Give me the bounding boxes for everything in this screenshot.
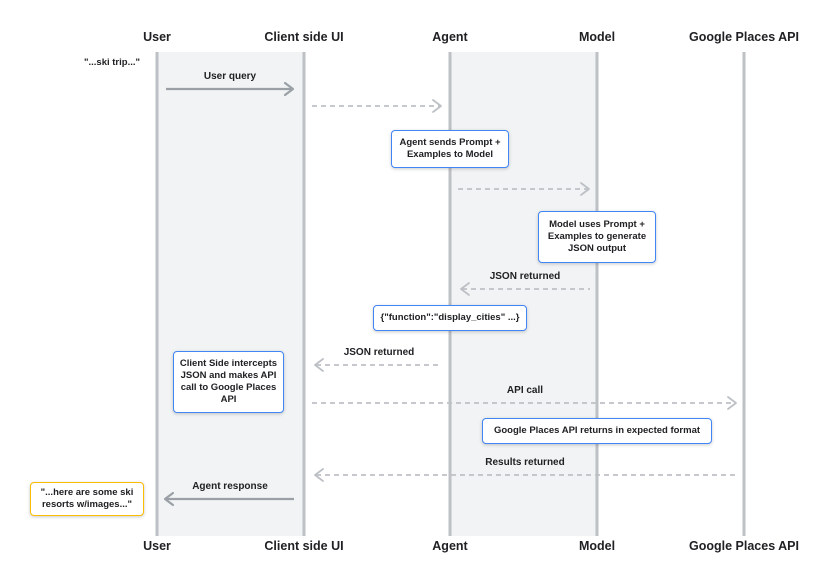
client-lane-bg — [157, 52, 304, 536]
arrow-model-to-agent — [460, 282, 590, 296]
arrow-agent-to-client — [314, 358, 442, 372]
arrow-results-returned — [314, 468, 738, 482]
arrow-agent-response — [163, 491, 294, 507]
note-final-response: "...here are some ski resorts w/images..… — [30, 482, 144, 516]
label-user-query: User query — [204, 71, 257, 82]
footer-client: Client side UI — [264, 539, 343, 553]
arrow-agent-to-model — [458, 182, 590, 196]
note-function-call: {"function":"display_cities" ...} — [373, 305, 527, 331]
note-agent-sends: Agent sends Prompt + Examples to Model — [391, 130, 509, 168]
footer-user: User — [143, 539, 171, 553]
label-json-returned-1: JSON returned — [490, 271, 561, 282]
label-api-call: API call — [507, 385, 543, 396]
note-client-intercepts: Client Side intercepts JSON and makes AP… — [173, 351, 284, 413]
footer-agent: Agent — [432, 539, 468, 553]
arrow-user-query — [166, 81, 295, 97]
footer-places: Google Places API — [689, 539, 799, 553]
header-client: Client side UI — [264, 30, 343, 44]
note-places-returns: Google Places API returns in expected fo… — [482, 418, 712, 444]
label-json-returned-2: JSON returned — [344, 347, 415, 358]
footer-model: Model — [579, 539, 615, 553]
arrow-client-to-agent — [312, 99, 442, 113]
label-agent-response: Agent response — [192, 481, 268, 492]
note-model-uses: Model uses Prompt + Examples to generate… — [538, 211, 656, 263]
user-utterance: "...ski trip..." — [84, 57, 140, 68]
header-user: User — [143, 30, 171, 44]
header-places: Google Places API — [689, 30, 799, 44]
header-agent: Agent — [432, 30, 468, 44]
label-results-returned: Results returned — [485, 457, 564, 468]
header-model: Model — [579, 30, 615, 44]
arrow-api-call — [312, 396, 737, 410]
